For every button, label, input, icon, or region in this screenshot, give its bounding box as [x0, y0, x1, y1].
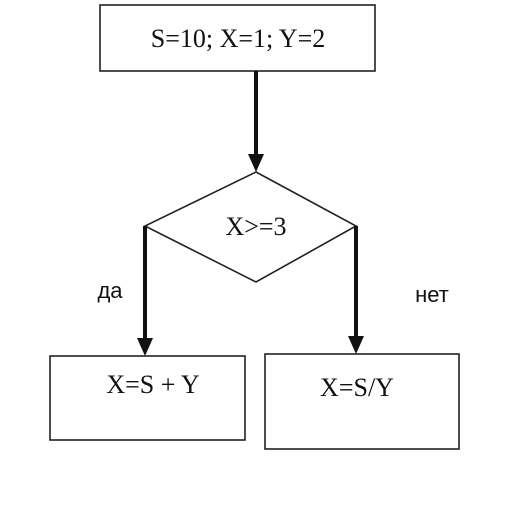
no-box-shape [264, 353, 460, 450]
condition-diamond: X>=3 [143, 171, 358, 283]
arrow-no-head [348, 336, 364, 354]
yes-box-text: X=S + Y [106, 370, 200, 399]
start-box: S=10; X=1; Y=2 [99, 4, 376, 72]
arrow-yes-head [137, 338, 153, 356]
start-box-text: S=10; X=1; Y=2 [151, 24, 325, 53]
arrow-head [248, 154, 264, 172]
yes-box-shape [49, 355, 246, 441]
no-label: нет [415, 282, 449, 307]
yes-label: да [97, 278, 123, 303]
condition-diamond-shape [143, 171, 358, 283]
arrow-no [348, 226, 364, 354]
arrow-start-to-condition [248, 71, 264, 172]
yes-box: X=S + Y [49, 355, 246, 441]
no-box-text: X=S/Y [320, 373, 394, 402]
start-box-shape [99, 4, 376, 72]
no-box: X=S/Y [264, 353, 460, 450]
condition-text: X>=3 [225, 212, 286, 241]
arrow-yes [137, 226, 153, 356]
